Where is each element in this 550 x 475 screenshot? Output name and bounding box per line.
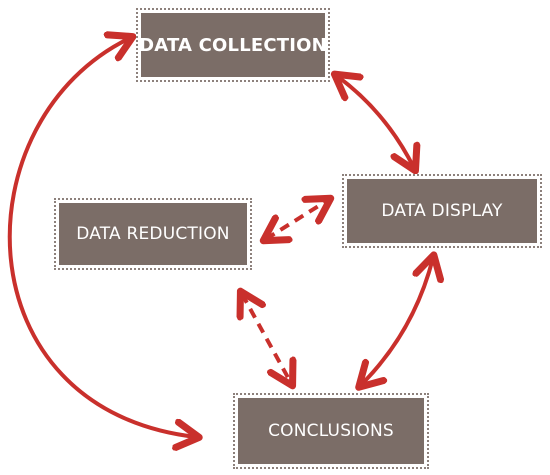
arrow-reduction-conclusions — [242, 294, 291, 383]
data-display-label: DATA DISPLAY — [347, 179, 537, 243]
data-reduction-box: DATA REDUCTION — [54, 198, 252, 270]
data-collection-box: DATA COLLECTION — [136, 8, 330, 82]
arrow-display-conclusions — [361, 258, 433, 385]
data-reduction-label: DATA REDUCTION — [59, 203, 247, 265]
data-collection-label: DATA COLLECTION — [139, 13, 327, 77]
arrow-collection-display — [337, 76, 414, 168]
arrow-reduction-display — [266, 200, 328, 239]
conclusions-box: CONCLUSIONS — [233, 393, 429, 469]
arrow-collection-conclusions — [7, 38, 196, 437]
data-display-box: DATA DISPLAY — [342, 174, 542, 248]
conclusions-label: CONCLUSIONS — [238, 398, 424, 464]
